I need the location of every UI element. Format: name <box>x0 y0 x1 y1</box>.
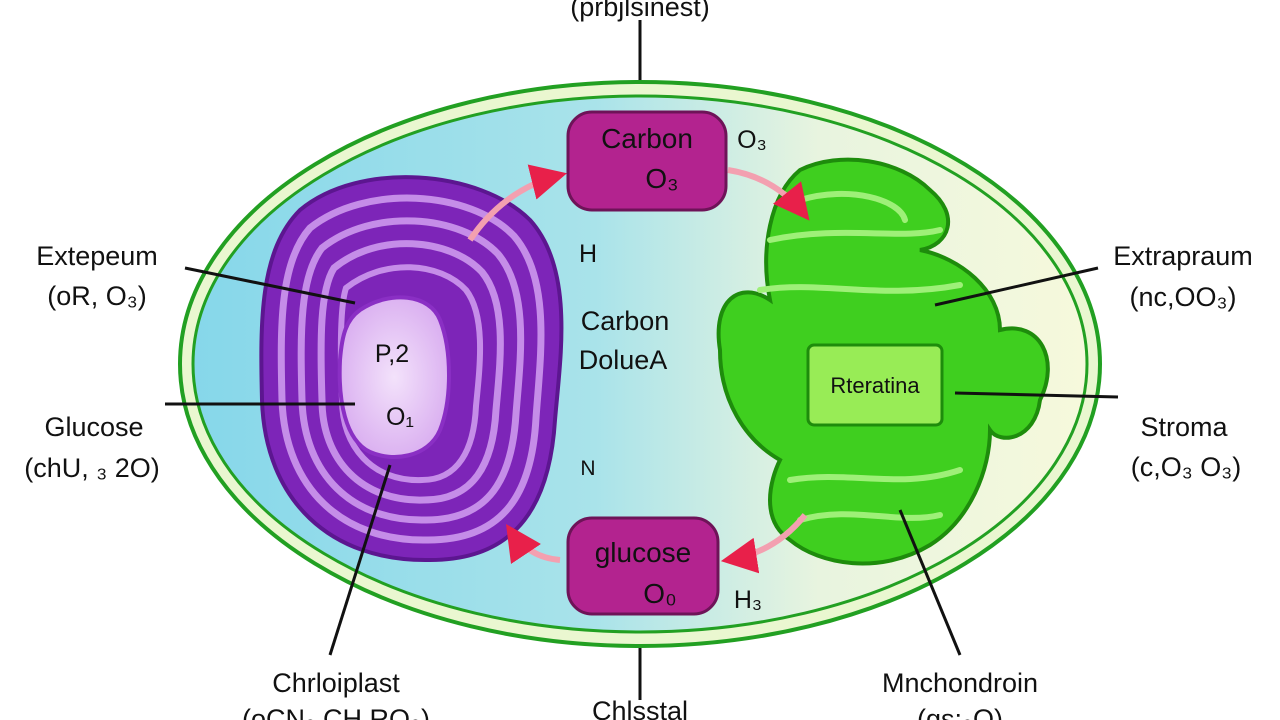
center-carbon-label-1: Carbon <box>581 306 670 336</box>
center-n-label: N <box>580 457 595 480</box>
right-upper-title: Extrapraum <box>1113 241 1253 271</box>
top-box-side-label: O₃ <box>737 126 767 154</box>
bottom-box-label-1: glucose <box>595 537 692 568</box>
right-upper-sub: (nc,OO₃) <box>1130 282 1237 312</box>
flow-arrows <box>467 164 810 574</box>
right-lower-title: Stroma <box>1140 412 1228 442</box>
right-lower-sub: (c,O₃ O₃) <box>1131 452 1241 482</box>
bottom-left-title: Chrloiplast <box>272 668 400 698</box>
leader-right-upper <box>934 266 1099 307</box>
bottom-box-shape <box>566 516 720 616</box>
bottom-center-label: Chlsstal <box>592 696 688 720</box>
chloroplast-core-label-2: O₁ <box>386 403 414 431</box>
chloroplast: P,2 O₁ <box>259 175 564 563</box>
bottom-right-title: Mnchondroin <box>882 668 1038 698</box>
bottom-left-sub: (oCN₂ CH RO₃) <box>242 704 430 720</box>
top-label: (prbjlsinest) <box>570 0 710 22</box>
top-molecule-box: Carbon O₃ O₃ <box>566 110 767 212</box>
arrow-mitochondrion-to-bottom-box <box>720 513 808 574</box>
leader-bottom-left <box>328 464 392 656</box>
bottom-right-sub: (gs:₃O) <box>917 704 1003 720</box>
left-lower-sub: (chU, ₃ 2O) <box>24 453 160 483</box>
center-carbon-label-2: DolueA <box>579 345 668 375</box>
left-upper-sub: (oR, O₃) <box>47 281 147 311</box>
mitochondrion: Rteratina <box>716 157 1050 566</box>
mitochondrion-cristae <box>757 190 963 523</box>
mitochondrion-inner-box <box>806 343 944 427</box>
left-lower-title: Glucose <box>44 412 143 442</box>
top-box-shape <box>566 110 728 212</box>
top-box-label-2: O₃ <box>645 163 678 194</box>
top-box-label-1: Carbon <box>601 123 693 154</box>
arrow-bottom-box-to-chloroplast <box>506 524 561 564</box>
leader-right-lower <box>954 391 1119 399</box>
mitochondrion-inner-label: Rteratina <box>830 373 920 398</box>
leader-lines <box>165 266 1119 656</box>
center-h-label: H <box>579 240 597 268</box>
bottom-box-side-label: H₃ <box>734 586 762 614</box>
chloroplast-core <box>337 295 451 459</box>
leader-left-upper <box>184 266 356 305</box>
arrow-chloroplast-to-top-box <box>467 164 567 242</box>
bottom-molecule-box: glucose O₀ H₃ <box>566 516 762 616</box>
bottom-box-label-2: O₀ <box>643 578 676 609</box>
left-upper-title: Extepeum <box>36 241 158 271</box>
chloroplast-ring-3 <box>317 240 504 504</box>
chloroplast-core-label-1: P,2 <box>375 340 409 368</box>
leader-bottom-right <box>898 509 962 656</box>
arrow-top-box-to-mitochondrion <box>727 167 810 221</box>
